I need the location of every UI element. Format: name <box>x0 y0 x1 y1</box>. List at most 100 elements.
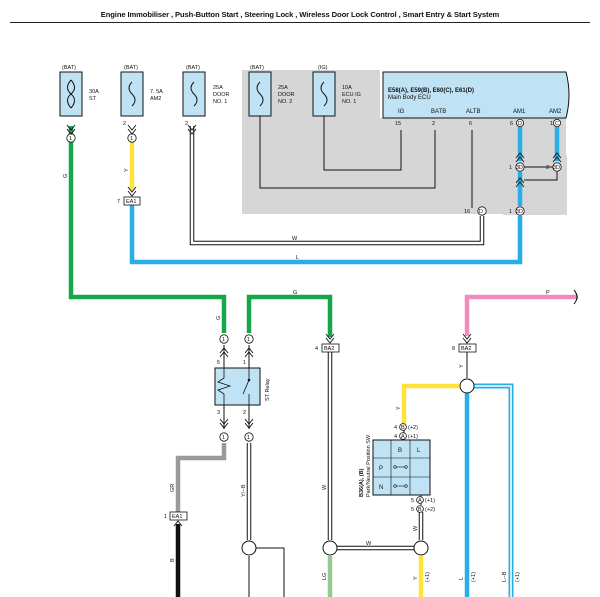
fuse-supply-label: (BAT) <box>186 65 200 71</box>
fuse-name: ECU IG <box>342 92 361 98</box>
ecu-pin-letter-c: C <box>555 121 559 127</box>
terminal-label: 1 <box>222 435 225 441</box>
chevron-down-icon <box>187 124 197 135</box>
relay-box <box>214 367 261 406</box>
wire-label: L <box>296 255 299 261</box>
wire-ecuig-ig <box>323 116 402 171</box>
pnp-top-pin-num: 4 <box>394 434 397 440</box>
junction-circle <box>552 162 562 172</box>
pnp-bottom-pin-num: 5 <box>411 507 414 513</box>
terminal-label: 1 <box>222 337 225 343</box>
fuse-name-line3: NO. 1 <box>342 99 356 105</box>
ecu-pin-num-2: 2 <box>432 121 435 127</box>
pnp-top-pin-circle <box>399 423 407 431</box>
pnp-top-pin-letter: B <box>401 425 405 431</box>
wire-lb-inner <box>474 385 512 597</box>
relay-name: ST Relay <box>265 378 271 401</box>
wire-ylb-bottom <box>256 547 285 597</box>
pnp-top-pin-circle <box>399 432 407 440</box>
wire-label: L--B <box>502 571 508 582</box>
wire-label: W <box>322 484 328 490</box>
chevron-down-icon <box>127 124 137 135</box>
terminal-circle <box>244 432 254 442</box>
connector-label: EA1 <box>126 199 136 205</box>
junction-label: 3D <box>553 165 560 171</box>
fuse-door-2: (BAT) 25A DOOR NO. 2 <box>248 65 295 117</box>
wire-label: (+1) <box>515 572 521 582</box>
pnp-bottom-pin-circle <box>416 505 424 513</box>
wire-gray-gr <box>175 443 227 512</box>
connector-box <box>123 196 141 206</box>
junction-pin: 1 <box>509 209 512 215</box>
wire-label: (+1) <box>425 572 431 582</box>
terminal-pin-number: 2 <box>185 121 188 127</box>
ecu-pin-num-1: 1 <box>550 121 553 127</box>
chevron-up-icon <box>219 347 229 358</box>
fuse-name-line3: NO. 1 <box>213 99 227 105</box>
wire-label: LG <box>322 573 328 580</box>
pnp-code: B36(A), (B) <box>359 468 365 497</box>
ecu-pin-num-6a: 6 <box>469 121 472 127</box>
wire-yellow-pnp <box>401 383 459 424</box>
wire-white-door1-inner <box>190 126 484 245</box>
pnp-bottom-pin-suffix: (+1) <box>425 498 435 504</box>
connector-pin: 7 <box>117 199 120 205</box>
connector-label: BA2 <box>324 346 334 352</box>
wire-label: W <box>292 236 298 242</box>
wire-door2-batb <box>259 116 436 189</box>
chevron-down-icon <box>244 418 254 429</box>
relay-contact-icon <box>247 378 251 382</box>
pnp-top-pin-suffix: (+2) <box>408 425 418 431</box>
fuse-name: DOOR <box>278 92 295 98</box>
connector-box <box>458 343 477 353</box>
terminal-label: 1 <box>69 136 72 142</box>
ecu-name: E58(A), E59(B), E60(C), E61(D) <box>388 88 474 94</box>
fuse-rating: 25A <box>213 85 223 91</box>
ecu-subtitle: Main Body ECU <box>388 95 431 101</box>
ecu-pin-num-15: 15 <box>395 121 401 127</box>
fuse-symbol-icon <box>128 81 136 107</box>
junction-circle <box>515 206 525 216</box>
fuse-rating: 30A <box>89 89 99 95</box>
chevron-down-icon <box>127 186 137 197</box>
chevron-up-icon <box>515 177 525 188</box>
fuse-symbol-icon <box>320 81 328 107</box>
wire-am2-junction <box>524 172 558 181</box>
wire-label: Y <box>124 168 130 172</box>
pnp-name: Park/Neutral Position SW <box>366 434 372 497</box>
relay-pin-2: 2 <box>243 410 246 416</box>
wire-label: G <box>216 316 222 320</box>
connector-pin: 4 <box>315 346 318 352</box>
chevron-up-icon <box>244 347 254 358</box>
terminal-circle <box>244 334 254 344</box>
wire-green-st <box>68 126 227 333</box>
junction-pin: 2 <box>546 165 549 171</box>
pnp-bottom-pin-suffix: (+2) <box>425 507 435 513</box>
chevron-down-icon <box>462 333 472 344</box>
wire-label: G <box>63 174 69 178</box>
splice-point <box>413 540 429 556</box>
wire-label: Y <box>396 406 402 410</box>
junction-label: 3D <box>516 209 523 215</box>
wire-break-icon <box>573 289 578 305</box>
fuse-supply-label: (IG) <box>318 65 328 71</box>
ecu-pin-d-circle <box>516 119 525 128</box>
junction-pin: 16 <box>464 209 470 215</box>
splice-point <box>322 540 338 556</box>
terminal-label: 1 <box>247 435 250 441</box>
page-title: Engine Immobiliser , Push-Button Start ,… <box>100 10 500 19</box>
wire-label: P <box>546 290 550 296</box>
chevron-up-icon <box>552 152 562 163</box>
ecu-pin-batb: BATB <box>431 109 446 115</box>
fuse-name: ST <box>89 96 97 102</box>
pnp-cell-b: B <box>398 448 402 454</box>
pnp-cell-n: N <box>379 485 383 491</box>
chevron-up-icon <box>515 152 525 163</box>
fuse-ecu-ig-1: (IG) 10A ECU IG NO. 1 <box>312 65 361 117</box>
chevron-down-icon <box>66 124 76 135</box>
relay-pin-3: 3 <box>217 410 220 416</box>
ecu-pin-num-6b: 6 <box>510 121 513 127</box>
terminal-pin-number: 2 <box>123 121 126 127</box>
connector-label: BA2 <box>461 346 471 352</box>
pnp-bottom-pin-letter: A <box>418 498 422 504</box>
